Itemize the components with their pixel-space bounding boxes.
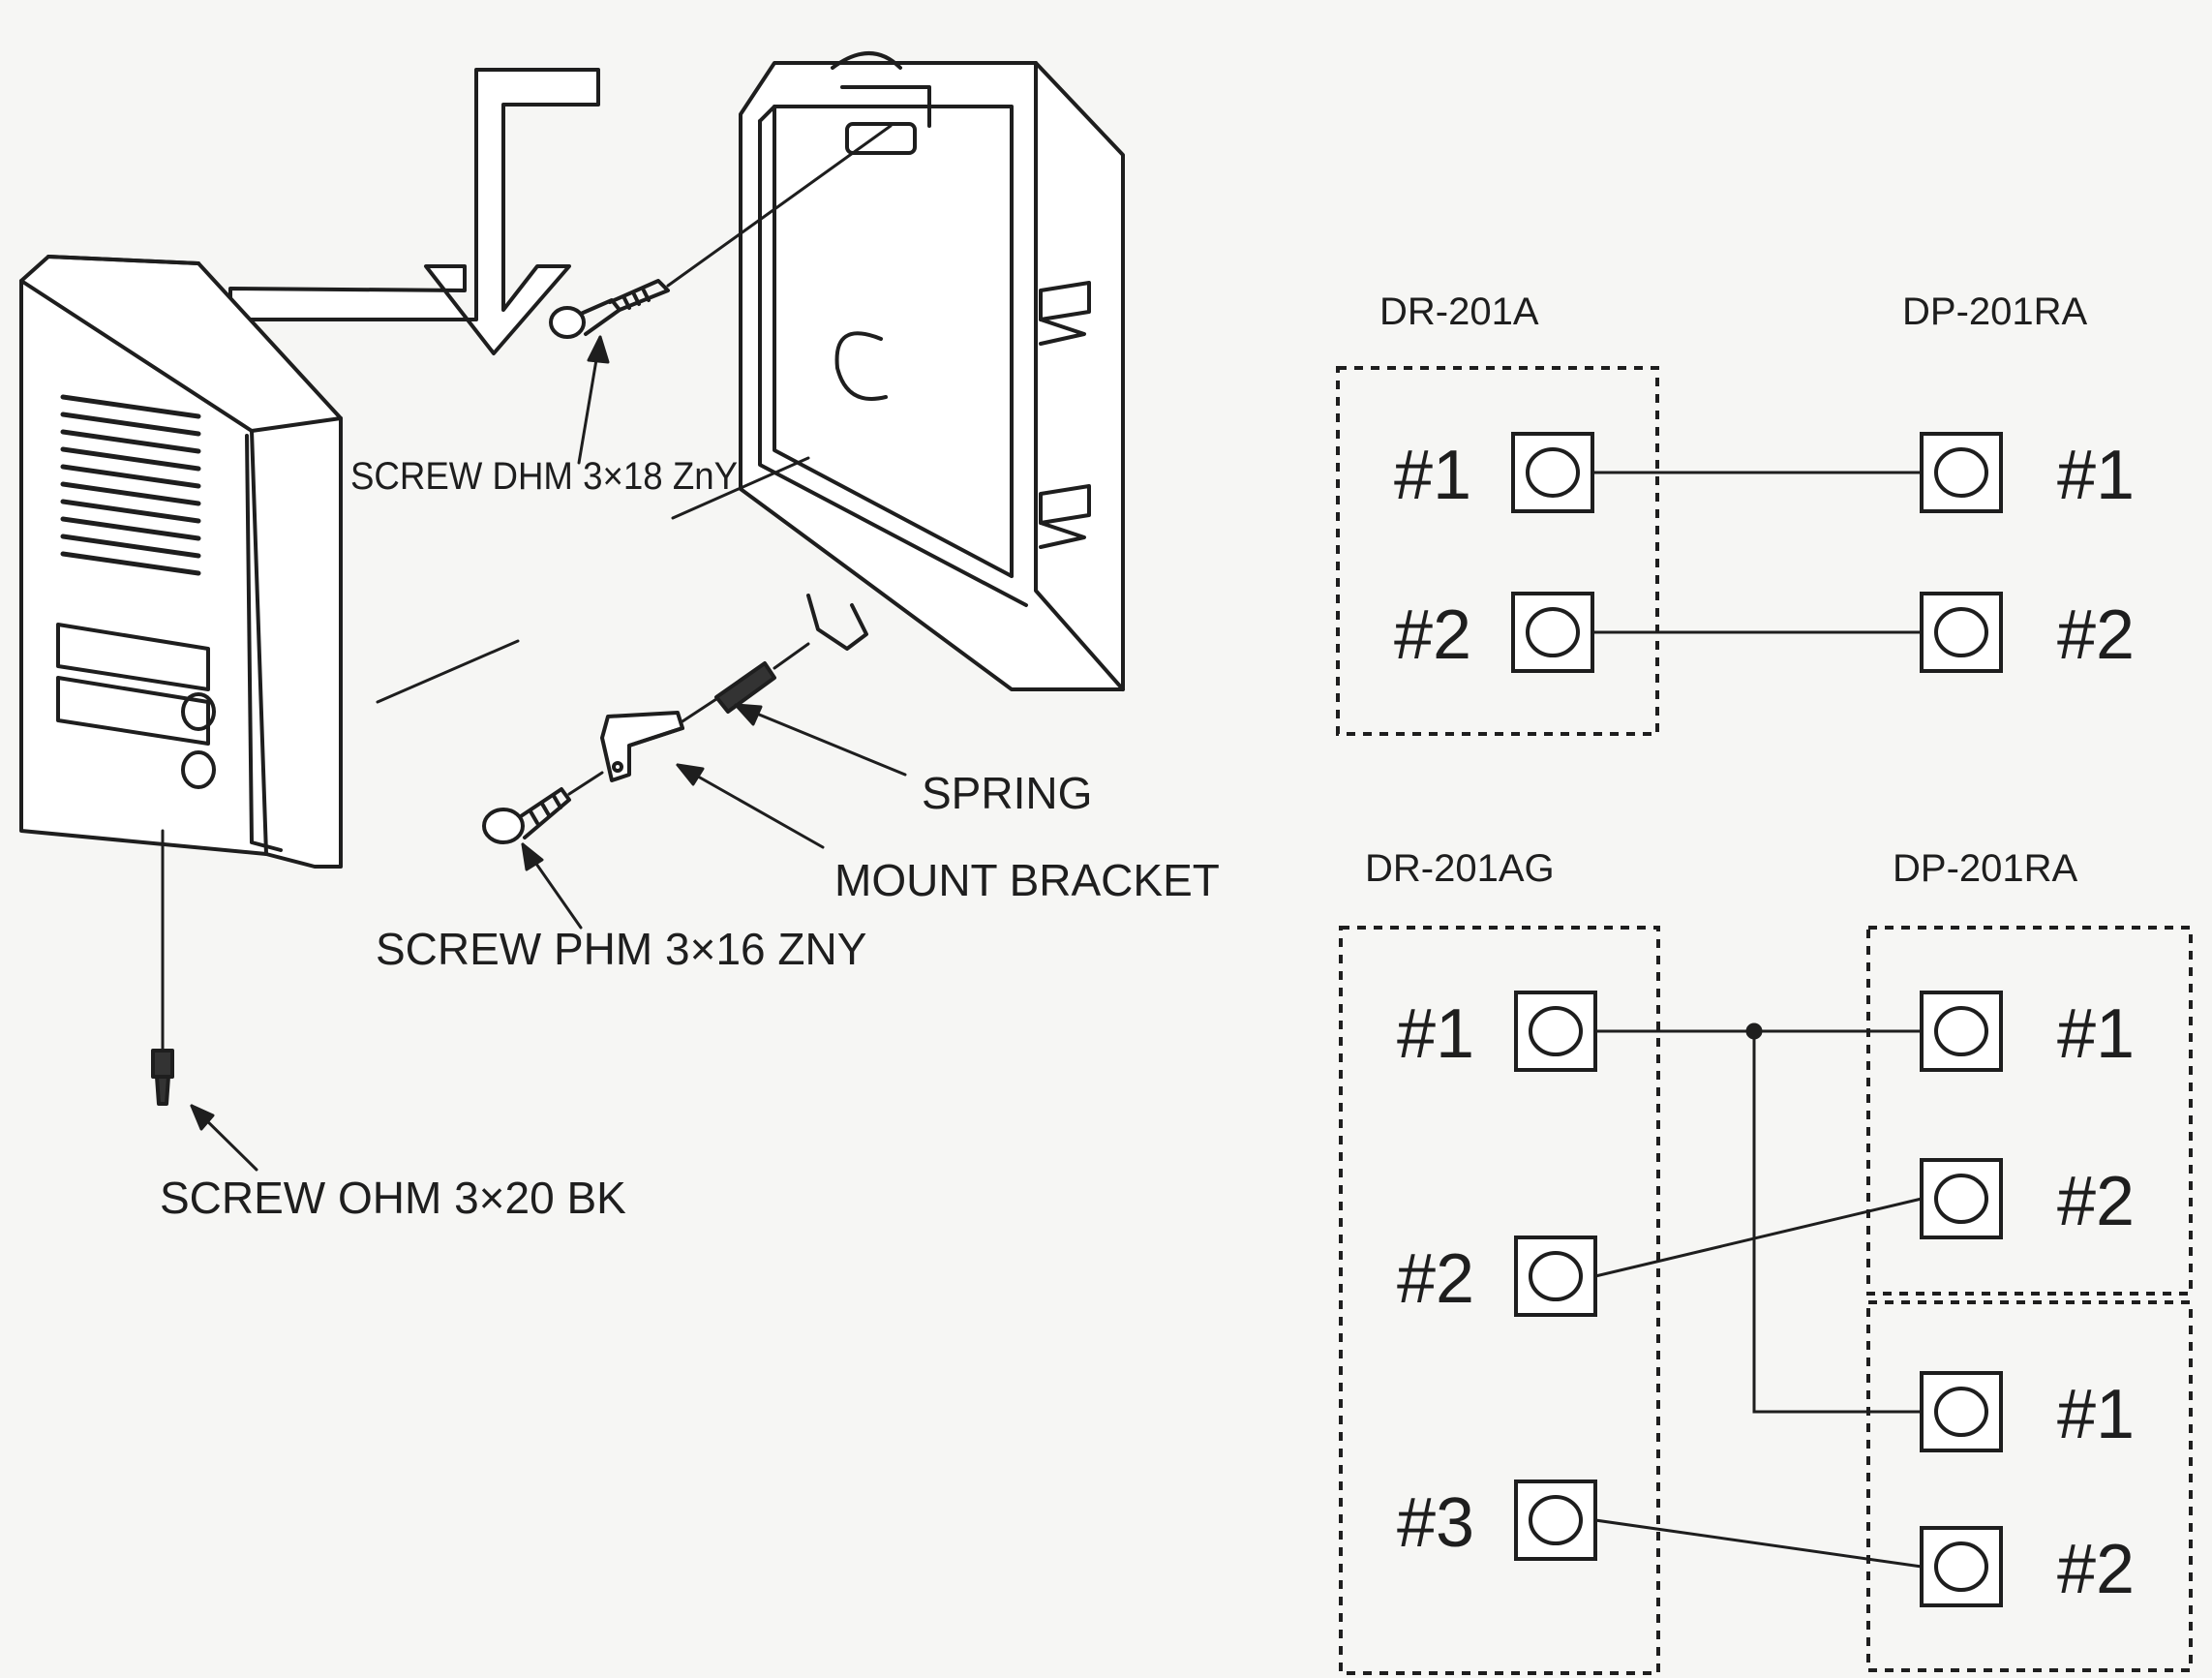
terminal-label: #1 — [2057, 437, 2135, 514]
terminal: #2 — [1920, 592, 2135, 674]
wiring-diagram-1: DR-201A DP-201RA #1 #2 #1 #2 — [1336, 290, 2135, 736]
model-label-dp-201ra: DP-201RA — [1893, 847, 2078, 890]
label-spring: SPRING — [922, 768, 1092, 818]
wire-2-3 — [1594, 1518, 1923, 1569]
terminal: #1 — [1394, 432, 1594, 514]
label-screw-ohm: SCREW OHM 3×20 BK — [160, 1173, 626, 1223]
guide-line — [671, 456, 810, 520]
unit-outline-dp-201ra-a — [1866, 926, 2193, 1296]
guide-line — [376, 639, 520, 704]
back-box — [739, 51, 1125, 691]
call-button-icon — [181, 692, 216, 731]
exploded-mounting-view — [19, 51, 1125, 1172]
leader-arrows — [190, 335, 907, 1172]
screw-dhm-3x18-icon — [549, 124, 893, 339]
mount-bracket-icon — [600, 697, 718, 782]
terminal-label: #2 — [1394, 596, 1471, 674]
insert-direction-arrow — [228, 68, 600, 355]
terminal-label: #1 — [1394, 437, 1471, 514]
terminal: #2 — [1394, 592, 1594, 674]
terminal-label: #2 — [2057, 596, 2135, 674]
call-button-icon — [181, 750, 216, 789]
label-mount-bracket: MOUNT BRACKET — [834, 855, 1220, 905]
side-slot — [1039, 484, 1091, 549]
wire-2-2 — [1594, 1197, 1923, 1278]
unit-outline-dr-201a — [1336, 366, 1659, 736]
model-label-dp-201ra: DP-201RA — [1902, 290, 2088, 333]
terminal: #3 — [1397, 1480, 1597, 1562]
terminal: #2 — [1920, 1526, 2135, 1608]
terminal: #1 — [1920, 432, 2135, 514]
model-label-dr-201a: DR-201A — [1379, 290, 1539, 333]
terminal: #1 — [1920, 991, 2135, 1073]
terminal: #1 — [1920, 1371, 2135, 1453]
door-station-panel — [19, 255, 343, 869]
model-label-dr-201ag: DR-201AG — [1365, 847, 1555, 890]
label-screw-dhm: SCREW DHM 3×18 ZnY — [350, 455, 738, 498]
name-plate — [56, 676, 210, 746]
side-slot — [1039, 281, 1091, 346]
unit-outline-dp-201ra-b — [1866, 1300, 2193, 1672]
terminal-label: #2 — [1397, 1240, 1474, 1318]
terminal: #1 — [1397, 991, 1597, 1073]
wiring-diagram-2: DR-201AG DP-201RA #1 #2 #3 — [1339, 847, 2193, 1675]
speaker-grille — [60, 394, 201, 576]
label-screw-phm: SCREW PHM 3×16 ZNY — [376, 924, 866, 974]
spring-icon — [714, 642, 810, 714]
name-plate — [56, 623, 210, 691]
screw-ohm-3x20-icon — [151, 829, 174, 1106]
exploded-view-labels: SCREW DHM 3×18 ZnY SPRING MOUNT BRACKET … — [160, 455, 1220, 1223]
unit-outline-dr-201ag — [1339, 926, 1660, 1675]
terminal-label: #1 — [1397, 995, 1474, 1073]
terminal-label: #3 — [1397, 1484, 1474, 1562]
screw-phm-3x16-icon — [482, 771, 604, 844]
terminal: #2 — [1920, 1158, 2135, 1240]
terminal-label: #2 — [2057, 1163, 2135, 1240]
terminal-label: #2 — [2057, 1531, 2135, 1608]
terminal-label: #1 — [2057, 1376, 2135, 1453]
wire-2-bus — [1595, 1022, 1922, 1414]
terminal: #2 — [1397, 1236, 1597, 1318]
terminal-label: #1 — [2057, 995, 2135, 1073]
